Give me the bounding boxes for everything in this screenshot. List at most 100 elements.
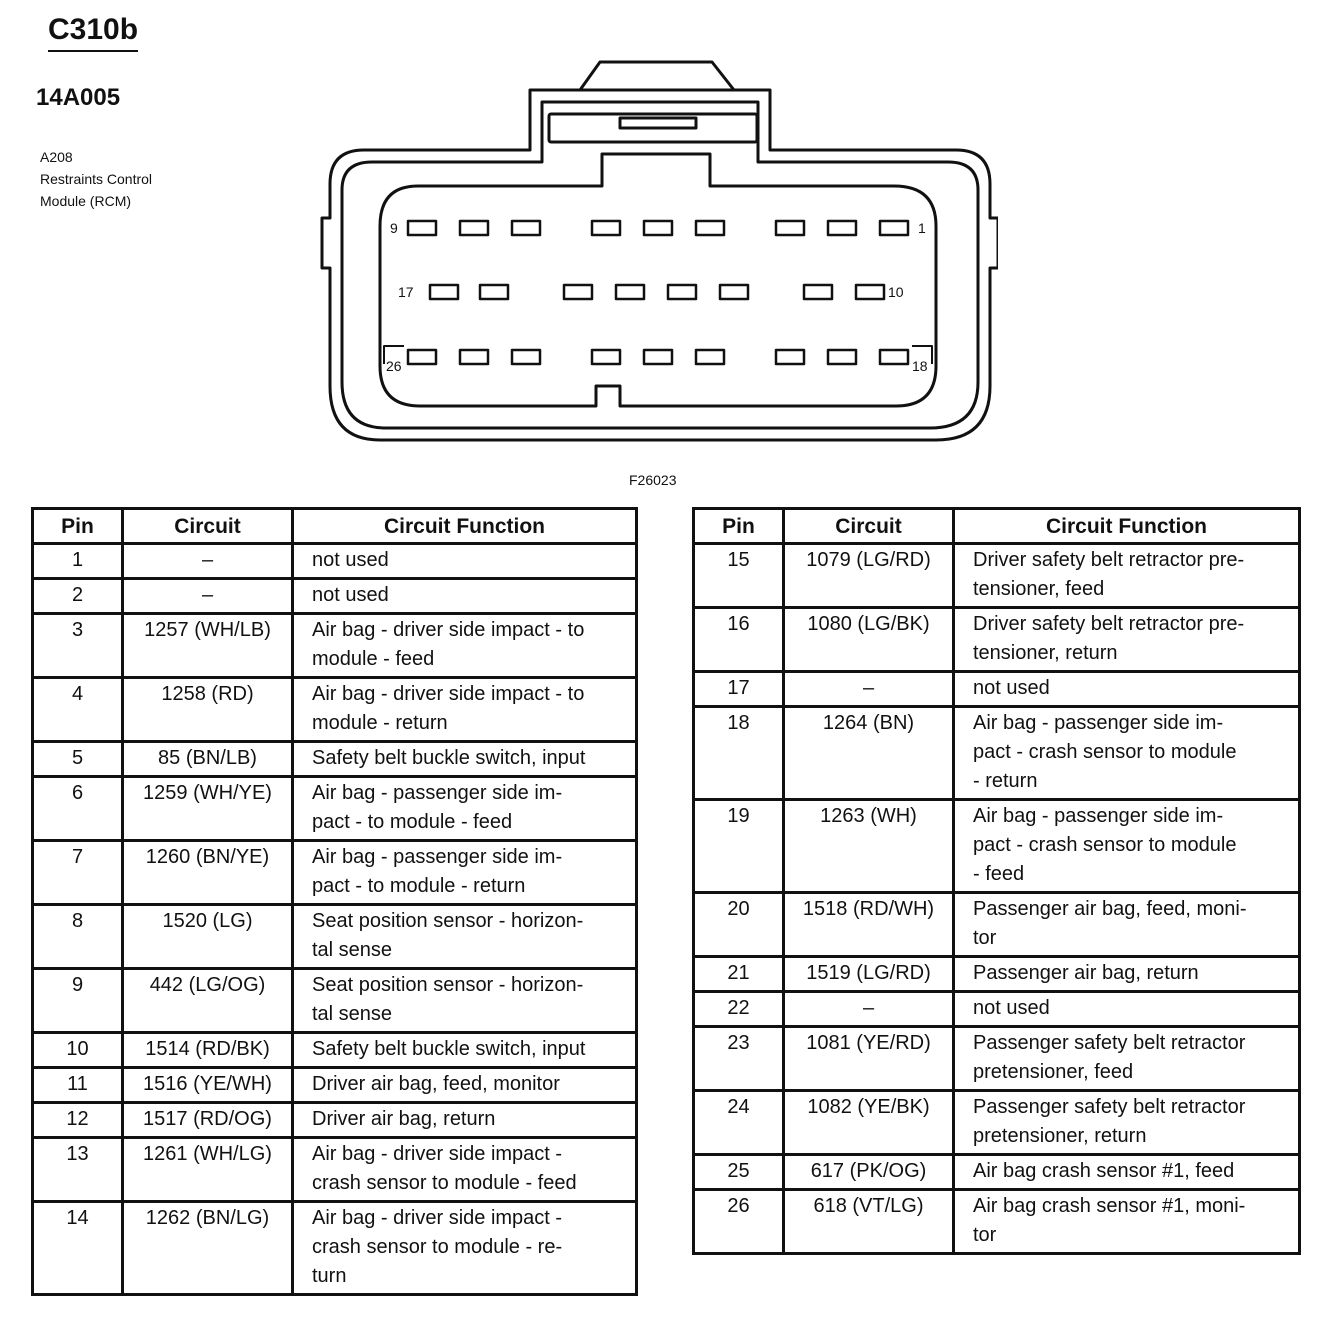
function-cell: Passenger air bag, feed, moni- tor [952, 891, 1301, 958]
table-row: 2–not used [31, 577, 638, 615]
function-cell: Seat position sensor - horizon- tal sens… [291, 903, 638, 970]
pin-cavity [590, 348, 622, 366]
table-header-row: Pin Circuit Circuit Function [31, 507, 638, 545]
circuit-cell: 85 (BN/LB) [121, 740, 294, 778]
table-row: 22–not used [692, 990, 1301, 1028]
function-cell: Passenger safety belt retractor pretensi… [952, 1089, 1301, 1156]
pin-cavity [878, 348, 910, 366]
pin-cell: 26 [692, 1188, 785, 1255]
pin-cavity [428, 283, 460, 301]
circuit-cell: 1079 (LG/RD) [782, 542, 955, 609]
circuit-cell: – [121, 577, 294, 615]
module-description: A208 Restraints Control Module (RCM) [40, 146, 152, 212]
function-cell: Air bag - passenger side im- pact - cras… [952, 798, 1301, 894]
pin-cavity [878, 219, 910, 237]
pin-cavity [510, 348, 542, 366]
function-cell: Passenger air bag, return [952, 955, 1301, 993]
pin-cavity [666, 283, 698, 301]
pin-cell: 8 [31, 903, 124, 970]
function-cell: Passenger safety belt retractor pretensi… [952, 1025, 1301, 1092]
pin-cavity [642, 348, 674, 366]
circuit-cell: 1260 (BN/YE) [121, 839, 294, 906]
pin-cell: 2 [31, 577, 124, 615]
circuit-cell: 1080 (LG/BK) [782, 606, 955, 673]
function-cell: Driver air bag, feed, monitor [291, 1066, 638, 1104]
pin-cavity [562, 283, 594, 301]
pin-cavity [590, 219, 622, 237]
pin-cell: 3 [31, 612, 124, 679]
pin-cell: 19 [692, 798, 785, 894]
function-cell: not used [952, 670, 1301, 708]
pin-cavity [478, 283, 510, 301]
column-header-function: Circuit Function [291, 507, 638, 545]
pin-cell: 4 [31, 676, 124, 743]
pin-cavity [826, 348, 858, 366]
circuit-cell: 617 (PK/OG) [782, 1153, 955, 1191]
function-cell: Safety belt buckle switch, input [291, 1031, 638, 1069]
pin-cell: 12 [31, 1101, 124, 1139]
function-cell: Air bag - passenger side im- pact - to m… [291, 839, 638, 906]
connector-housing-inner [340, 100, 980, 430]
pin-cell: 24 [692, 1089, 785, 1156]
circuit-cell: – [121, 542, 294, 580]
pin-label-9: 9 [390, 220, 398, 236]
circuit-cell: – [782, 990, 955, 1028]
pin-cavity [854, 283, 886, 301]
table-row: 17–not used [692, 670, 1301, 708]
circuit-cell: 1257 (WH/LB) [121, 612, 294, 679]
function-cell: Air bag - driver side impact - to module… [291, 676, 638, 743]
circuit-cell: 618 (VT/LG) [782, 1188, 955, 1255]
function-cell: not used [291, 577, 638, 615]
module-code: A208 [40, 149, 73, 165]
function-cell: Air bag crash sensor #1, feed [952, 1153, 1301, 1191]
circuit-cell: 1519 (LG/RD) [782, 955, 955, 993]
connector-key-slot [547, 112, 759, 144]
pin-row-1 [406, 219, 910, 237]
column-header-function: Circuit Function [952, 507, 1301, 545]
function-cell: not used [291, 542, 638, 580]
pin-cell: 25 [692, 1153, 785, 1191]
pin-cavity [614, 283, 646, 301]
pin-cell: 17 [692, 670, 785, 708]
circuit-cell: 1516 (YE/WH) [121, 1066, 294, 1104]
connector-face-diagram: 9 1 17 10 26 18 [320, 60, 998, 442]
pin-cell: 18 [692, 705, 785, 801]
column-header-circuit: Circuit [121, 507, 294, 545]
module-name-line2: Module (RCM) [40, 193, 132, 209]
circuit-cell: 1520 (LG) [121, 903, 294, 970]
circuit-cell: 1264 (BN) [782, 705, 955, 801]
connector-pin-cavity-area [378, 152, 938, 408]
pin-cavity [694, 219, 726, 237]
connector-id: C310b [48, 12, 139, 52]
part-number: 14A005 [36, 84, 121, 111]
connector-latch [578, 60, 736, 91]
function-cell: Seat position sensor - horizon- tal sens… [291, 967, 638, 1034]
pin-cavity [458, 348, 490, 366]
pin-cell: 5 [31, 740, 124, 778]
connector-key-tab [618, 116, 698, 130]
pin-row-3 [406, 348, 910, 366]
pin-cell: 9 [31, 967, 124, 1034]
circuit-cell: 1263 (WH) [782, 798, 955, 894]
function-cell: Air bag - driver side impact - to module… [291, 612, 638, 679]
pin-label-10: 10 [888, 284, 904, 300]
pin-label-26: 26 [386, 358, 402, 374]
